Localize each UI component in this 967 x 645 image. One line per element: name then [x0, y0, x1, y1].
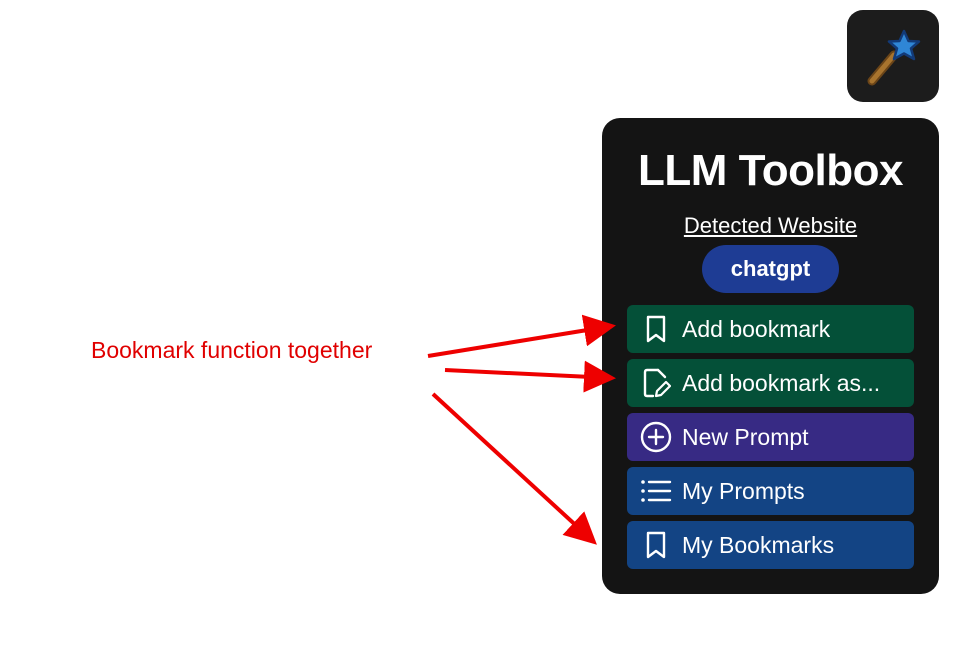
add-bookmark-button[interactable]: Add bookmark: [627, 305, 914, 353]
new-prompt-button[interactable]: New Prompt: [627, 413, 914, 461]
add-bookmark-as-label: Add bookmark as...: [682, 369, 881, 396]
detected-website-label: Detected Website: [683, 213, 858, 238]
extension-icon-button[interactable]: [847, 10, 939, 102]
add-bookmark-label: Add bookmark: [682, 315, 831, 342]
annotation-label: Bookmark function together: [91, 337, 373, 363]
add-bookmark-as-button[interactable]: Add bookmark as...: [627, 359, 914, 407]
bookmark-icon: [640, 313, 672, 345]
list-icon: [640, 475, 672, 507]
arrow-to-add-bookmark: [427, 314, 616, 358]
popup-title: LLM Toolbox: [638, 146, 903, 195]
llm-toolbox-popup: LLM Toolbox Detected Website chatgpt Add…: [602, 118, 939, 594]
my-bookmarks-button[interactable]: My Bookmarks: [627, 521, 914, 569]
new-prompt-label: New Prompt: [682, 423, 809, 450]
plus-circle-icon: [640, 421, 672, 453]
my-prompts-label: My Prompts: [682, 477, 805, 504]
bookmark-icon: [640, 529, 672, 561]
arrow-to-add-bookmark-as: [444, 360, 616, 393]
detected-site-badge: chatgpt: [702, 245, 839, 293]
my-prompts-button[interactable]: My Prompts: [627, 467, 914, 515]
bookmark-edit-icon: [640, 367, 672, 399]
arrow-to-my-bookmarks: [431, 392, 597, 545]
magic-wand-icon: [867, 29, 921, 86]
my-bookmarks-label: My Bookmarks: [682, 531, 835, 558]
